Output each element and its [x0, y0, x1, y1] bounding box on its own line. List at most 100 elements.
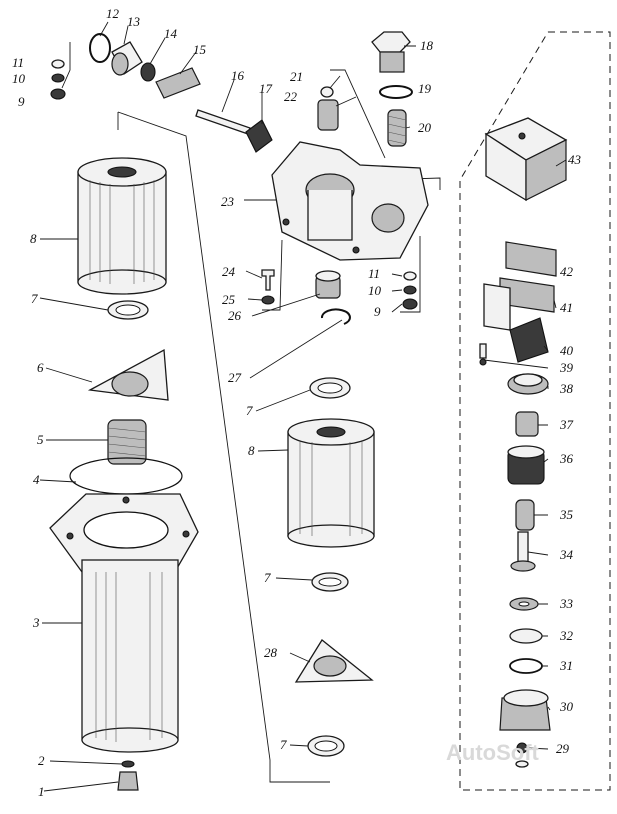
label-23: 23: [221, 194, 235, 209]
part-9-11-small-stack: [50, 59, 66, 100]
label-28: 28: [264, 645, 278, 660]
label-43: 43: [568, 152, 582, 167]
label-7-d: 7: [280, 737, 287, 752]
label-17: 17: [259, 81, 273, 96]
part-37-fitting: [515, 411, 539, 437]
part-25-washer: [261, 295, 275, 305]
label-30: 30: [559, 699, 574, 714]
label-31: 31: [559, 658, 573, 673]
part-42-plate: [505, 241, 557, 277]
label-7-b: 7: [246, 403, 253, 418]
label-leaders: [39, 21, 567, 792]
label-13: 13: [127, 14, 141, 29]
label-8-b: 8: [248, 443, 255, 458]
label-33: 33: [559, 596, 574, 611]
part-39-screw: [479, 343, 487, 366]
small-bracket-9-11-right: [400, 236, 421, 313]
part-3-housing: [49, 493, 199, 753]
label-2: 2: [38, 753, 45, 768]
label-8-a: 8: [30, 231, 37, 246]
part-33-washer: [509, 597, 539, 611]
part-7-ring-b: [309, 377, 351, 399]
part-29-fitting: [515, 742, 529, 768]
part-28-triangle-plate: [294, 639, 374, 683]
part-21-ball: [320, 86, 334, 98]
part-31-ring: [509, 658, 543, 674]
label-42: 42: [560, 264, 574, 279]
part-15-sleeve: [155, 67, 201, 99]
label-41: 41: [560, 300, 573, 315]
part-9-11-right-stack: [402, 271, 418, 310]
part-12-snap-ring: [89, 33, 111, 63]
part-36-union: [507, 445, 545, 485]
label-9-a: 9: [18, 94, 25, 109]
part-18-plug: [371, 31, 411, 73]
label-11-a: 11: [12, 55, 24, 70]
label-35: 35: [559, 507, 574, 522]
label-7-a: 7: [31, 291, 38, 306]
label-16: 16: [231, 68, 245, 83]
label-24: 24: [222, 264, 236, 279]
label-7-c: 7: [264, 570, 271, 585]
part-17-nut: [245, 119, 273, 153]
label-27: 27: [228, 370, 242, 385]
part-24-bolt: [261, 269, 275, 291]
assembly-line-left: [117, 111, 330, 783]
part-1-drain-plug: [117, 771, 139, 791]
part-32-disc: [509, 628, 543, 644]
label-18: 18: [420, 38, 434, 53]
label-10-a: 10: [12, 71, 26, 86]
small-bracket-9-11: [61, 42, 71, 89]
label-21: 21: [290, 69, 303, 84]
part-27-retaining-ring: [320, 308, 351, 325]
part-7-ring-a: [107, 300, 149, 320]
label-3: 3: [32, 615, 40, 630]
label-22: 22: [284, 89, 298, 104]
label-25: 25: [222, 292, 236, 307]
part-8-filter-element-upper: [77, 157, 167, 295]
label-32: 32: [559, 628, 574, 643]
part-7-ring-d: [307, 735, 345, 757]
label-14: 14: [164, 26, 178, 41]
part-7-ring-c: [311, 572, 349, 592]
label-37: 37: [559, 417, 574, 432]
label-15: 15: [193, 42, 207, 57]
part-20-spring: [387, 109, 407, 147]
label-38: 38: [559, 381, 574, 396]
label-4: 4: [33, 472, 40, 487]
part-5-spring: [107, 419, 147, 465]
part-2-washer: [121, 760, 135, 768]
watermark-text: AutoSoft: [446, 740, 540, 765]
assembly-boundary-dashed: [459, 31, 611, 791]
label-5: 5: [37, 432, 44, 447]
part-16-rod: [195, 109, 251, 135]
part-40-insert: [483, 283, 549, 363]
label-20: 20: [418, 120, 432, 135]
part-14-washer: [140, 62, 156, 82]
part-22-valve: [317, 99, 339, 131]
part-38-nut: [507, 373, 549, 395]
part-19-o-ring: [379, 85, 413, 99]
label-1: 1: [38, 784, 45, 799]
part-23-filter-head: [271, 141, 429, 261]
part-30-body: [499, 689, 551, 731]
part-26-bushing: [315, 270, 341, 299]
label-19: 19: [418, 81, 432, 96]
label-12: 12: [106, 6, 120, 21]
label-34: 34: [559, 547, 574, 562]
label-10-b: 10: [368, 283, 382, 298]
small-bracket-24-25: [262, 239, 283, 311]
label-29: 29: [556, 741, 570, 756]
label-6: 6: [37, 360, 44, 375]
label-11-b: 11: [368, 266, 380, 281]
label-39: 39: [559, 360, 574, 375]
label-40: 40: [560, 343, 574, 358]
label-26: 26: [228, 308, 242, 323]
part-8-filter-element-lower: [287, 418, 375, 548]
part-34-bolt: [510, 531, 536, 572]
label-36: 36: [559, 451, 574, 466]
part-43-block: [484, 117, 568, 202]
part-13-bushing: [111, 41, 143, 76]
label-9-b: 9: [374, 304, 381, 319]
